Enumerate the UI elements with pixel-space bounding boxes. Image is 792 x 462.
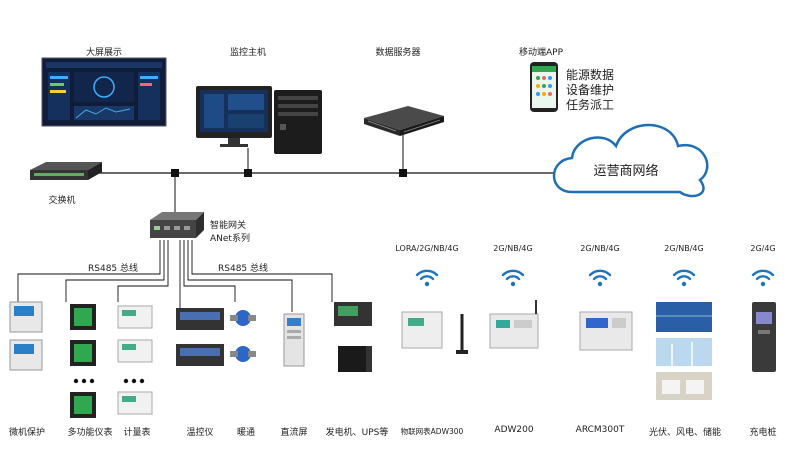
device-label: 发电机、UPS等	[325, 428, 389, 438]
generator-ups-image	[334, 302, 372, 372]
protocol-label: 2G/4G	[750, 244, 776, 253]
arcm300t-image	[579, 311, 633, 351]
protocol-label: 2G/NB/4G	[580, 244, 620, 253]
monitor-host-label: 监控主机	[229, 48, 267, 58]
wifi-icon	[751, 269, 775, 281]
wireless-device-label: 光伏、风电、储能	[648, 428, 722, 438]
wireless-device-label: 充电桩	[749, 428, 777, 438]
monitor-host-image	[196, 86, 322, 154]
device-label: 计量表	[123, 428, 151, 438]
device-label: 多功能仪表	[67, 428, 113, 438]
wifi-icon-dot	[510, 281, 516, 287]
wifi-icon-dot	[597, 281, 603, 287]
big-screen-image	[41, 57, 167, 127]
rs485-wiring	[17, 240, 333, 312]
temperature-controller-image	[176, 308, 224, 366]
wifi-icon	[501, 269, 525, 281]
pv-wind-storage-image	[656, 302, 712, 400]
wireless-device-label: ARCM300T	[575, 425, 625, 435]
protocol-label: 2G/NB/4G	[493, 244, 533, 253]
protocol-label: LORA/2G/NB/4G	[395, 244, 459, 253]
wifi-icon-dot	[760, 281, 766, 287]
data-server-image	[364, 106, 444, 136]
gateway-label: 智能网关	[210, 221, 247, 231]
rs485-bus-label: RS485 总线	[218, 264, 269, 274]
data-server-label: 数据服务器	[375, 48, 421, 58]
adw300-image	[401, 311, 468, 354]
wireless-device-label: 物联网表ADW300	[400, 427, 464, 436]
multifunction-meter-image	[70, 304, 96, 418]
app-feature: 设备维护	[566, 83, 615, 97]
gateway-image	[150, 212, 204, 238]
charging-pile-image	[752, 302, 776, 372]
device-label: 微机保护	[8, 428, 46, 438]
junction-node	[244, 169, 252, 177]
protocol-label: 2G/NB/4G	[664, 244, 704, 253]
junction-node	[171, 169, 179, 177]
wifi-icon	[672, 269, 696, 281]
wireless-device-label: ADW200	[494, 425, 534, 435]
cloud-icon	[552, 123, 709, 198]
junction-node	[399, 169, 407, 177]
wifi-icon	[415, 269, 439, 281]
device-label: 直流屏	[280, 428, 308, 438]
mobile-app-label: 移动端APP	[518, 48, 564, 58]
device-label: 温控仪	[186, 428, 214, 438]
big-screen-label: 大屏展示	[85, 48, 123, 58]
wifi-icon-dot	[424, 281, 430, 287]
switch-image	[30, 162, 102, 180]
wifi-icon	[588, 269, 612, 281]
rs485-bus-label: RS485 总线	[88, 264, 139, 274]
switch-label: 交换机	[48, 196, 76, 206]
dc-panel-image	[283, 313, 305, 367]
app-feature: 任务派工	[566, 98, 615, 112]
energy-meter-image	[117, 305, 153, 415]
adw200-image	[489, 300, 539, 349]
protection-relay-image	[9, 301, 43, 371]
device-label: 暖通	[236, 428, 256, 438]
cloud-label: 运营商网络	[593, 164, 659, 179]
wifi-icon-dot	[681, 281, 687, 287]
gateway-series-label: ANet系列	[210, 234, 250, 244]
hvac-meter-image	[230, 310, 256, 362]
mobile-phone-image	[530, 62, 558, 112]
app-feature: 能源数据	[566, 68, 615, 82]
